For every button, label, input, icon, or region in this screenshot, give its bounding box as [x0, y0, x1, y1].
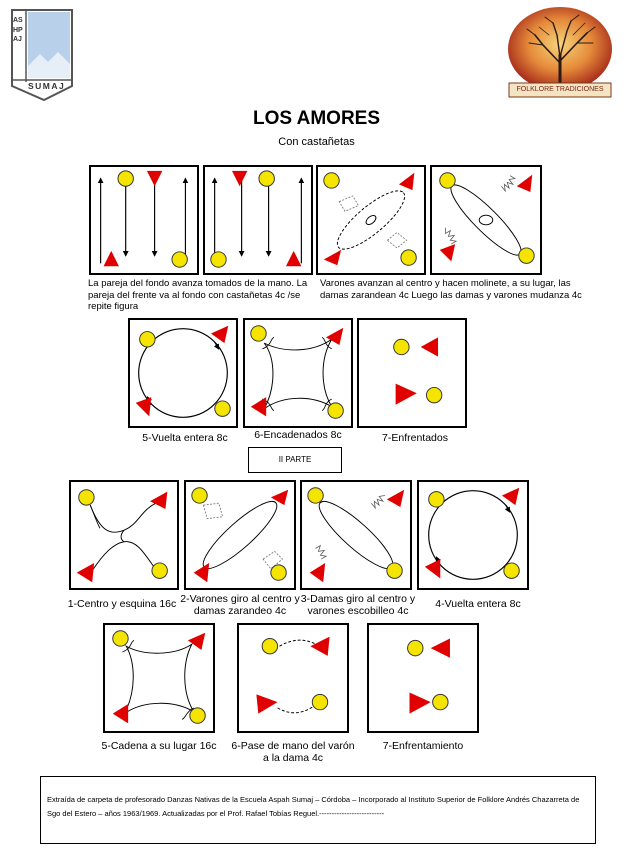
page-subtitle: Con castañetas: [0, 136, 633, 148]
caption-pase-de-mano: 6-Pase de mano del varón a la dama 4c: [228, 740, 358, 764]
caption-varones-giro: 2-Varones giro al centro y damas zarande…: [176, 593, 304, 617]
diagram-panel-row1-1: [89, 165, 199, 275]
diagram-panel-vuelta-entera-2: [417, 480, 529, 590]
diagram-panel-enfrentamiento: [367, 623, 479, 733]
caption-centro-y-esquina: 1-Centro y esquina 16c: [52, 598, 192, 610]
folklore-tradiciones-logo: FOLKLORE TRADICIONES: [505, 5, 615, 100]
caption-enfrentados: 7-Enfrentados: [350, 432, 480, 444]
caption-damas-giro: 3-Damas giro al centro y varones escobil…: [294, 593, 422, 617]
caption-enfrentamiento: 7-Enfrentamiento: [358, 740, 488, 752]
caption-encadenados: 6-Encadenados 8c: [233, 429, 363, 441]
diagram-panel-damas-giro: [300, 480, 412, 590]
diagram-panel-centro-y-esquina: [69, 480, 179, 590]
source-footer: Extraída de carpeta de profesorado Danza…: [40, 776, 596, 844]
diagram-panel-cadena: [103, 623, 215, 733]
diagram-panel-encadenados: [243, 318, 353, 428]
diagram-panel-pase-de-mano: [237, 623, 349, 733]
diagram-panel-varones-giro: [184, 480, 296, 590]
caption-row1-left: La pareja del fondo avanza tomados de la…: [88, 278, 314, 313]
ashpaj-sumaj-logo: ASHPAJ SUMAJ: [10, 8, 74, 102]
logo-vertical-text: ASHPAJ: [13, 16, 23, 45]
logo-banner-text: FOLKLORE TRADICIONES: [509, 86, 611, 93]
caption-vuelta-entera-2: 4-Vuelta entera 8c: [418, 598, 538, 610]
diagram-panel-enfrentados: [357, 318, 467, 428]
diagram-panel-vuelta-entera: [128, 318, 238, 428]
diagram-panel-row1-4: [430, 165, 542, 275]
caption-vuelta-entera: 5-Vuelta entera 8c: [120, 432, 250, 444]
caption-row1-right: Varones avanzan al centro y hacen moline…: [320, 278, 584, 301]
section-label-ii-parte: II PARTE: [248, 447, 342, 473]
logo-horizontal-text: SUMAJ: [28, 81, 65, 91]
caption-cadena: 5-Cadena a su lugar 16c: [94, 740, 224, 752]
diagram-panel-row1-3: [316, 165, 426, 275]
diagram-panel-row1-2: [203, 165, 313, 275]
page-title: LOS AMORES: [0, 108, 633, 130]
